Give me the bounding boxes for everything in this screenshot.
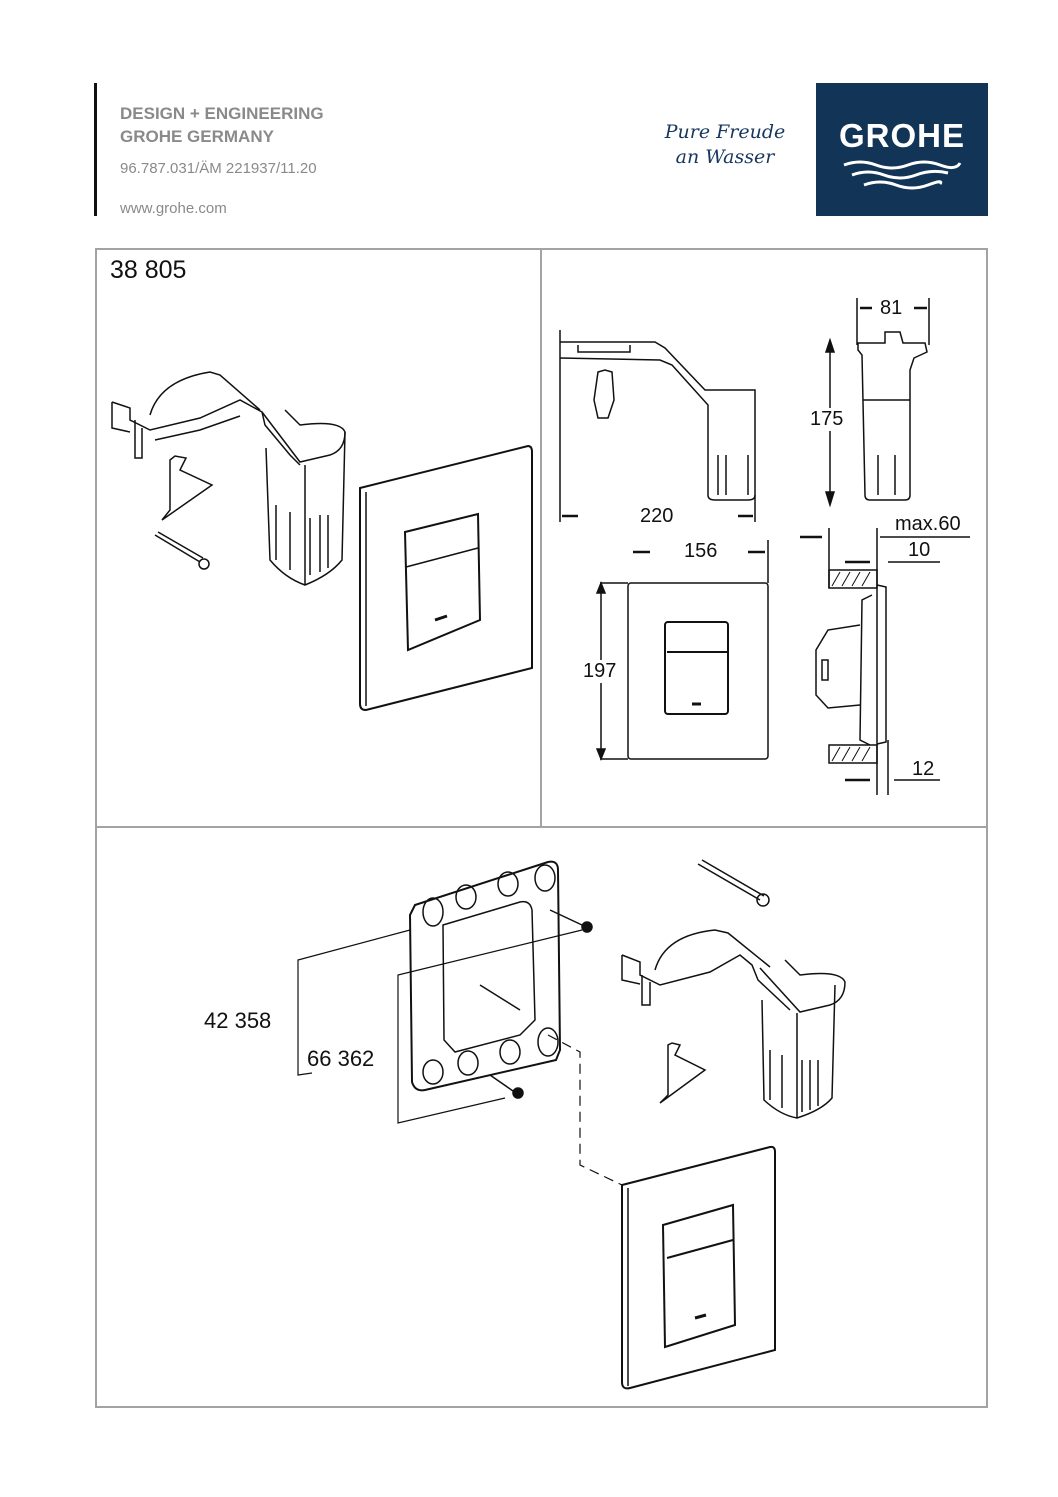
front-plate-drawing — [595, 540, 769, 762]
logo-text: GROHE — [838, 117, 965, 154]
overview-basket-drawing — [265, 431, 346, 586]
dim-plate-thickness: 12 — [912, 758, 935, 780]
document-code: 96.787.031/ÄM 221937/11.20 — [120, 160, 317, 177]
article-number: 38 805 — [110, 256, 187, 284]
mounting-screws-drawing — [489, 909, 593, 1099]
section-wall-drawing — [800, 528, 970, 795]
dim-plate-width: 156 — [680, 540, 722, 563]
dim-wall-depth-max: max.60 — [895, 513, 961, 535]
exploded-bracket-drawing — [621, 929, 846, 1013]
dim-basket-width: 81 — [880, 297, 903, 319]
dim-plate-height: 197 — [583, 660, 617, 683]
slogan-line-2: an Wasser — [675, 146, 775, 168]
header-line-company: GROHE GERMANY — [120, 127, 274, 146]
part-number-frame: 42 358 — [204, 1008, 272, 1033]
header-line-design: DESIGN + ENGINEERING — [120, 104, 324, 123]
front-basket-drawing — [824, 298, 930, 508]
website-link[interactable]: www.grohe.com — [120, 200, 227, 217]
exploded-screw-drawing — [697, 859, 770, 907]
leader-lines — [297, 929, 623, 1186]
dim-offset-top: 10 — [908, 539, 931, 561]
panel-divider-vertical — [540, 248, 542, 828]
grohe-logo: GROHE — [816, 83, 988, 216]
brand-slogan: Pure Freude an Wasser — [650, 120, 800, 170]
exploded-clip-drawing — [659, 1042, 707, 1104]
slogan-line-1: Pure Freude — [664, 121, 786, 143]
dim-basket-height: 175 — [810, 408, 844, 431]
waves-icon — [843, 160, 962, 190]
side-bracket-drawing — [559, 330, 756, 522]
dim-bracket-width: 220 — [640, 505, 674, 527]
overview-bracket-drawing — [111, 371, 346, 466]
overview-screw-drawing — [154, 531, 210, 570]
part-number-screws: 66 362 — [307, 1046, 375, 1071]
overview-flush-plate-drawing — [359, 444, 533, 712]
panel-divider-horizontal — [95, 826, 988, 828]
overview-clip-drawing — [161, 455, 214, 521]
header-accent-bar — [94, 83, 97, 216]
exploded-flush-plate-drawing — [621, 1145, 776, 1390]
exploded-basket-drawing — [761, 984, 836, 1119]
mounting-frame-drawing — [408, 860, 562, 1092]
